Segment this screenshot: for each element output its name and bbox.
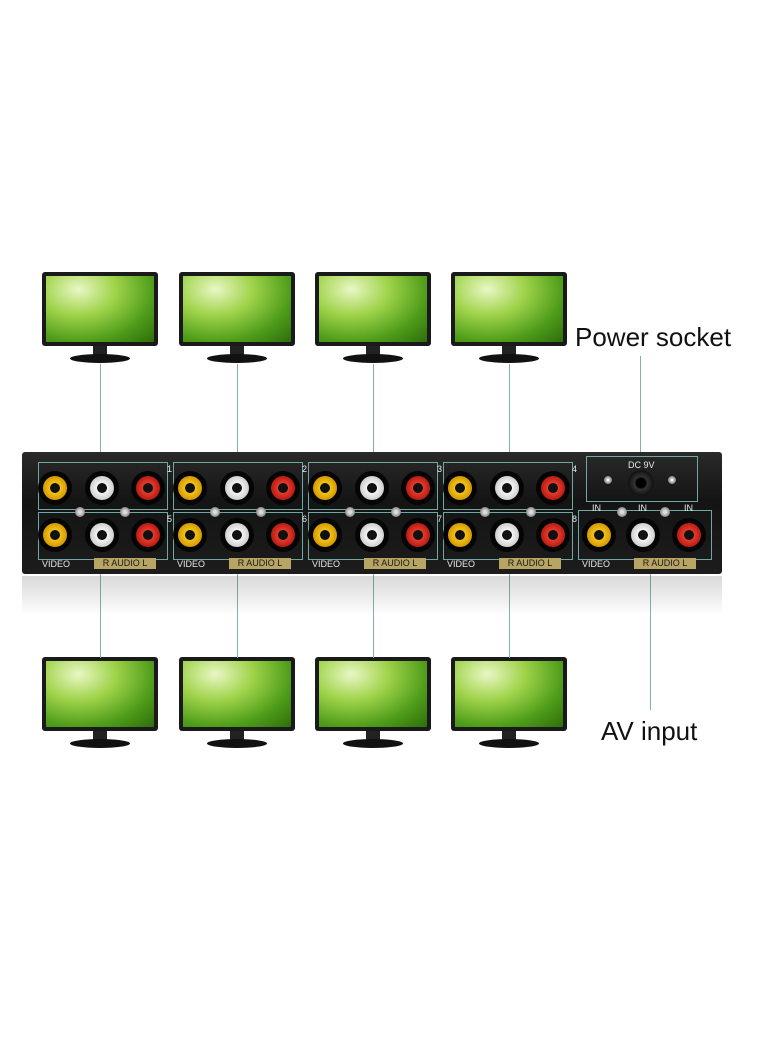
screw — [75, 507, 85, 517]
monitor-top-1 — [42, 272, 158, 368]
audio-r-out-jack-2[interactable] — [225, 476, 249, 500]
port-number-4: 4 — [572, 464, 578, 474]
port-number-3: 3 — [437, 464, 443, 474]
video-in-jack[interactable] — [587, 523, 611, 547]
connector-line-av-input — [650, 545, 651, 710]
indicator-led-left — [604, 476, 612, 484]
in-label-video: IN — [592, 503, 601, 513]
video-out-jack-2[interactable] — [178, 476, 202, 500]
connector-line-bottom-4 — [509, 570, 510, 658]
audio-label-4: R AUDIO L — [499, 558, 561, 569]
video-label-3: VIDEO — [312, 559, 341, 569]
port-number-6: 6 — [302, 514, 308, 524]
audio-r-out-jack-1[interactable] — [90, 476, 114, 500]
audio-l-out-jack-8[interactable] — [541, 523, 565, 547]
audio-l-out-jack-6[interactable] — [271, 523, 295, 547]
power-socket[interactable] — [628, 470, 654, 496]
video-out-jack-6[interactable] — [178, 523, 202, 547]
port-number-7: 7 — [437, 514, 443, 524]
monitor-bottom-3 — [315, 657, 431, 753]
video-out-jack-4[interactable] — [448, 476, 472, 500]
video-out-jack-7[interactable] — [313, 523, 337, 547]
in-label-audio-l: IN — [684, 503, 693, 513]
power-socket-label: Power socket — [575, 322, 732, 352]
av-input-label: AV input — [601, 716, 698, 746]
screw — [210, 507, 220, 517]
audio-label-2: R AUDIO L — [229, 558, 291, 569]
port-number-1: 1 — [167, 464, 173, 474]
connector-line-bottom-3 — [373, 570, 374, 658]
screw — [256, 507, 266, 517]
screw — [345, 507, 355, 517]
audio-r-out-jack-3[interactable] — [360, 476, 384, 500]
audio-l-out-jack-4[interactable] — [541, 476, 565, 500]
audio-r-in-jack[interactable] — [631, 523, 655, 547]
connector-line-bottom-1 — [100, 570, 101, 658]
video-out-jack-5[interactable] — [43, 523, 67, 547]
connector-line-power — [640, 356, 641, 458]
connector-line-top-1 — [100, 364, 101, 460]
in-label-audio-r: IN — [638, 503, 647, 513]
connector-line-top-4 — [509, 364, 510, 460]
audio-r-out-jack-5[interactable] — [90, 523, 114, 547]
video-label-1: VIDEO — [42, 559, 71, 569]
audio-l-in-jack[interactable] — [677, 523, 701, 547]
screw — [617, 507, 627, 517]
audio-l-out-jack-7[interactable] — [406, 523, 430, 547]
connector-line-top-3 — [373, 364, 374, 460]
port-number-8: 8 — [572, 514, 578, 524]
indicator-led-right — [668, 476, 676, 484]
connector-line-top-2 — [237, 364, 238, 460]
port-number-2: 2 — [302, 464, 308, 474]
audio-label-3: R AUDIO L — [364, 558, 426, 569]
screw — [120, 507, 130, 517]
audio-label-input: R AUDIO L — [634, 558, 696, 569]
audio-l-out-jack-1[interactable] — [136, 476, 160, 500]
audio-r-out-jack-7[interactable] — [360, 523, 384, 547]
power-box — [586, 456, 698, 502]
audio-r-out-jack-8[interactable] — [495, 523, 519, 547]
audio-r-out-jack-6[interactable] — [225, 523, 249, 547]
audio-l-out-jack-5[interactable] — [136, 523, 160, 547]
monitor-bottom-1 — [42, 657, 158, 753]
video-label-input: VIDEO — [582, 559, 611, 569]
monitor-bottom-4 — [451, 657, 567, 753]
screw — [391, 507, 401, 517]
screw — [480, 507, 490, 517]
audio-l-out-jack-2[interactable] — [271, 476, 295, 500]
video-out-jack-8[interactable] — [448, 523, 472, 547]
screw — [660, 507, 670, 517]
connector-line-bottom-2 — [237, 570, 238, 658]
monitor-top-3 — [315, 272, 431, 368]
video-label-4: VIDEO — [447, 559, 476, 569]
port-number-5: 5 — [167, 514, 173, 524]
monitor-bottom-2 — [179, 657, 295, 753]
audio-label-1: R AUDIO L — [94, 558, 156, 569]
video-label-2: VIDEO — [177, 559, 206, 569]
audio-l-out-jack-3[interactable] — [406, 476, 430, 500]
monitor-top-2 — [179, 272, 295, 368]
video-out-jack-1[interactable] — [43, 476, 67, 500]
audio-r-out-jack-4[interactable] — [495, 476, 519, 500]
screw — [526, 507, 536, 517]
device-reflection — [22, 576, 722, 616]
video-out-jack-3[interactable] — [313, 476, 337, 500]
monitor-top-4 — [451, 272, 567, 368]
dc-voltage-label: DC 9V — [628, 460, 655, 470]
